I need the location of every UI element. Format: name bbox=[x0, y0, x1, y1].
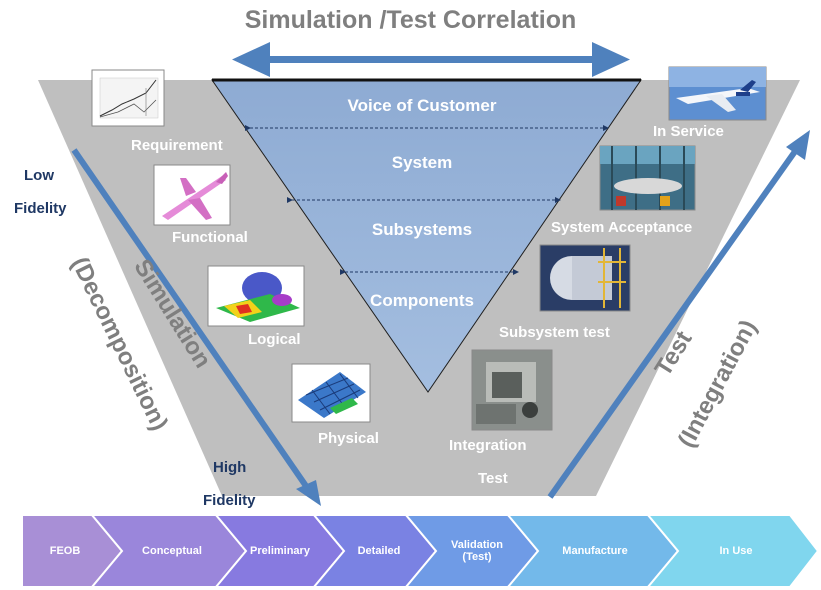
stage-functional: Functional bbox=[172, 229, 248, 246]
test-machine-icon bbox=[471, 349, 553, 431]
stage-physical: Physical bbox=[318, 430, 379, 447]
level-voice-of-customer: Voice of Customer bbox=[347, 96, 497, 115]
phase-preliminary: Preliminary bbox=[250, 545, 310, 557]
stage-integration: Integration bbox=[449, 437, 527, 454]
airplane-photo-icon bbox=[668, 66, 767, 121]
phase-conceptual: Conceptual bbox=[142, 545, 202, 557]
correlation-double-arrow bbox=[232, 42, 630, 77]
fuselage-rig-icon bbox=[539, 244, 631, 312]
phase-validation: Validation(Test) bbox=[451, 539, 503, 563]
phase-chevron-in-use bbox=[645, 514, 820, 588]
fea-mesh-icon bbox=[207, 265, 305, 327]
stage-subsystem-test: Subsystem test bbox=[499, 324, 610, 341]
stage-in-service: In Service bbox=[653, 123, 724, 140]
stage-system-acceptance: System Acceptance bbox=[551, 219, 693, 236]
level-system: System bbox=[391, 153, 453, 172]
low-fidelity-line1: Low bbox=[24, 167, 54, 184]
test-arrow bbox=[547, 130, 810, 499]
assembly-hall-icon bbox=[599, 145, 696, 211]
stage-test: Test bbox=[478, 470, 508, 487]
requirement-chart-icon bbox=[91, 69, 165, 127]
low-fidelity-line2: Fidelity bbox=[14, 200, 67, 217]
level-subsystems: Subsystems bbox=[371, 220, 473, 239]
high-fidelity-line2: Fidelity bbox=[203, 492, 256, 509]
stage-logical: Logical bbox=[248, 331, 301, 348]
panel-stress-icon bbox=[291, 363, 371, 423]
simulation-arrow bbox=[71, 148, 321, 506]
phase-in-use: In Use bbox=[719, 545, 753, 557]
phase-detailed: Detailed bbox=[357, 545, 401, 557]
phase-bar bbox=[21, 514, 820, 588]
correlation-lines bbox=[245, 125, 609, 275]
aircraft-wireframe-icon bbox=[153, 164, 231, 226]
level-components: Components bbox=[370, 291, 474, 310]
high-fidelity-line1: High bbox=[213, 459, 247, 476]
stage-requirement: Requirement bbox=[131, 137, 223, 154]
diagram-title: Simulation /Test Correlation bbox=[244, 6, 577, 34]
phase-feob: FEOB bbox=[49, 545, 81, 557]
phase-manufacture: Manufacture bbox=[562, 545, 628, 557]
